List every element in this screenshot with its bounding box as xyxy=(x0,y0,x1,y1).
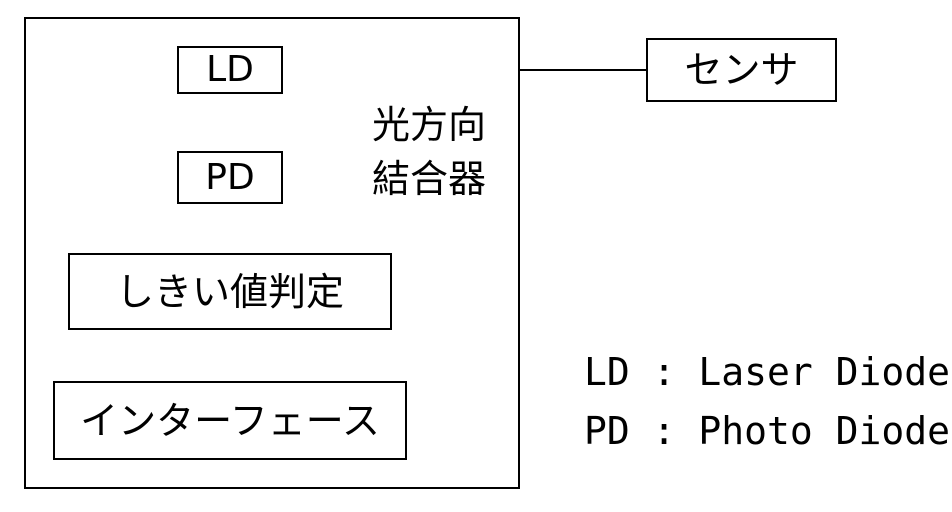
ld-label: LD xyxy=(206,49,254,90)
legend-sep: : xyxy=(629,350,699,394)
coupler-label: 光方向 結合器 xyxy=(372,98,486,206)
legend-abbr: LD xyxy=(584,350,630,394)
threshold-label: しきい値判定 xyxy=(115,269,344,314)
legend-meaning: Photo Diode xyxy=(698,409,951,453)
coupler-label-line2: 結合器 xyxy=(372,157,487,201)
interface-block: インターフェース xyxy=(53,381,407,460)
sensor-label: センサ xyxy=(684,48,799,92)
coupler-label-line1: 光方向 xyxy=(372,103,487,147)
pd-label: PD xyxy=(205,156,255,198)
legend-sep: : xyxy=(629,409,699,453)
legend-row-ld: LD : Laser Diode xyxy=(584,343,950,402)
sensor-block: センサ xyxy=(646,38,837,102)
legend-abbr: PD xyxy=(584,409,630,453)
interface-label: インターフェース xyxy=(80,398,380,443)
legend-meaning: Laser Diode xyxy=(698,350,951,394)
legend-row-pd: PD : Photo Diode xyxy=(584,402,950,461)
threshold-block: しきい値判定 xyxy=(68,253,392,330)
pd-block: PD xyxy=(177,151,283,204)
abbreviation-legend: LD : Laser Diode PD : Photo Diode xyxy=(584,343,950,461)
ld-block: LD xyxy=(177,46,283,94)
